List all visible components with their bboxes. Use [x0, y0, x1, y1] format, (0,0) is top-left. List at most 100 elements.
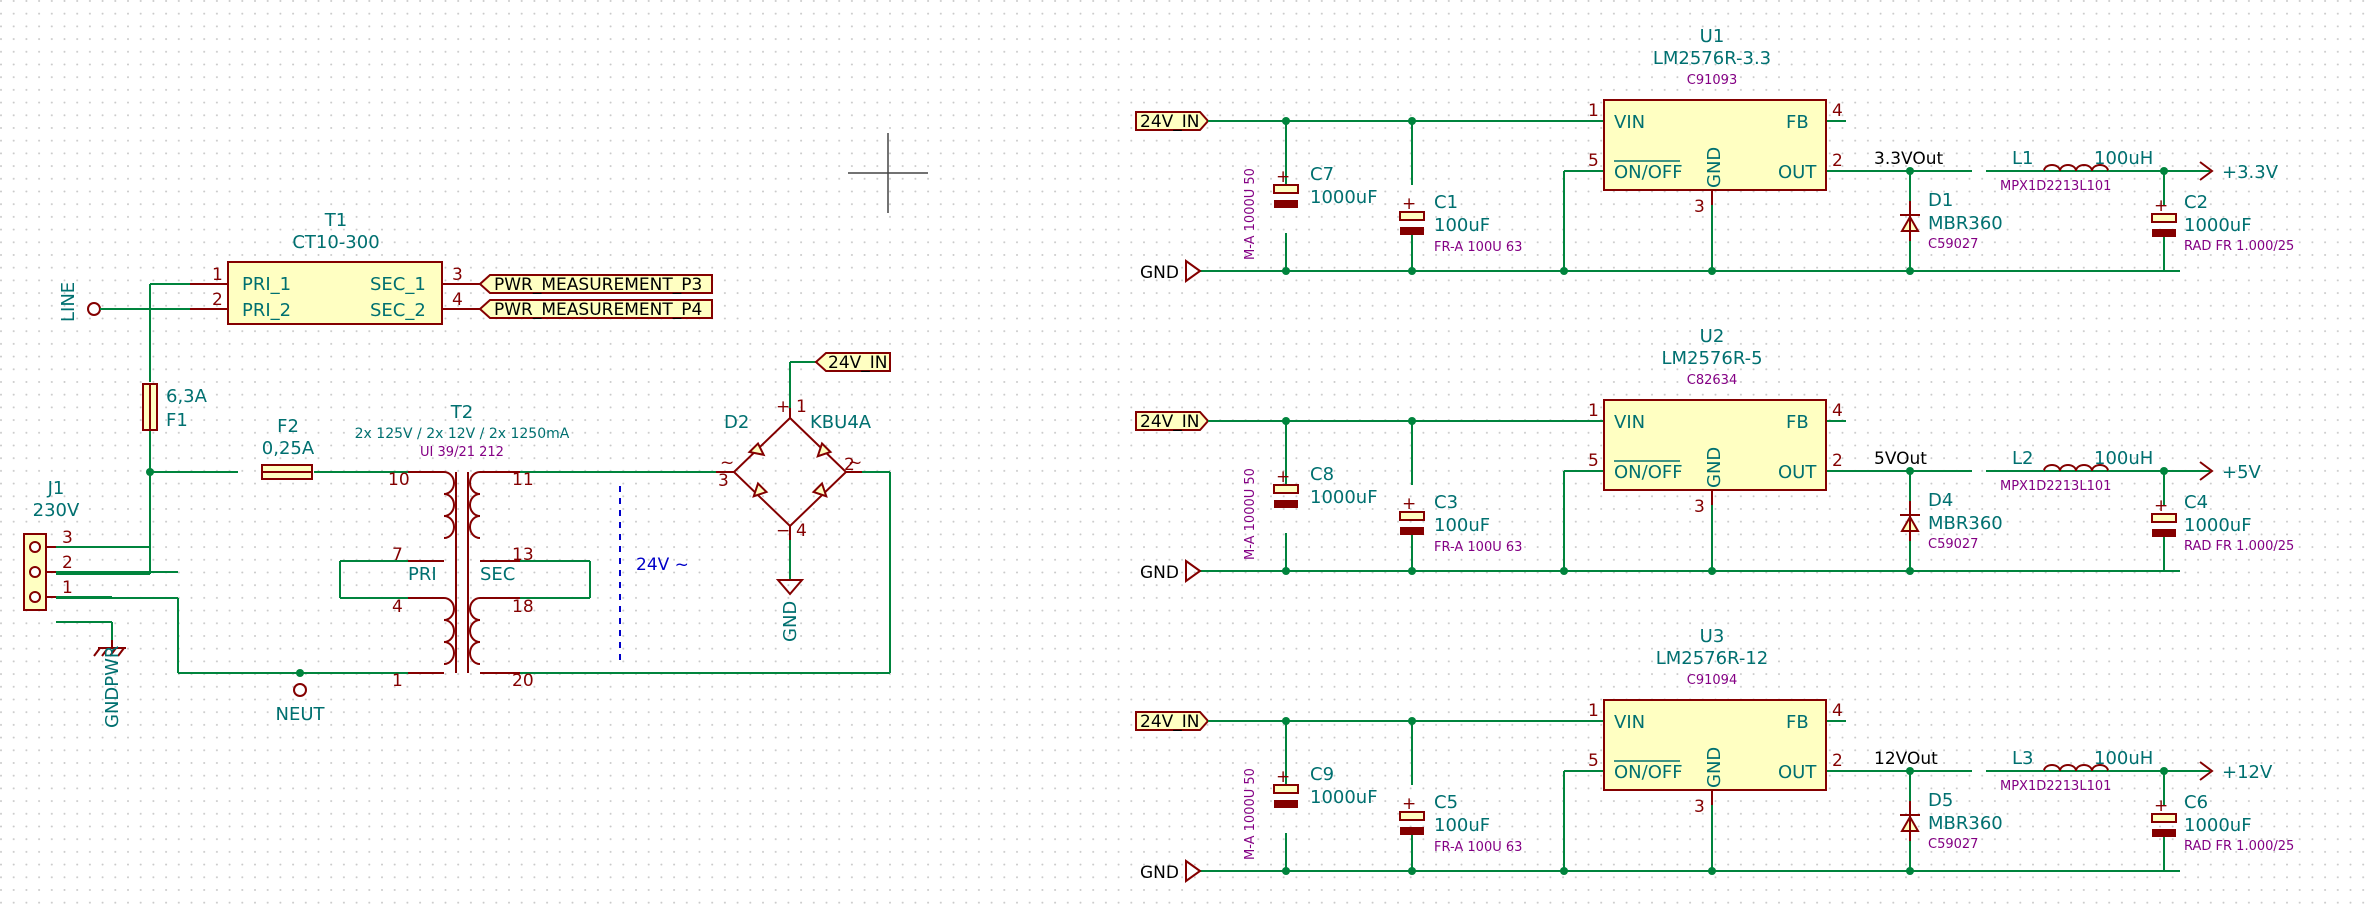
- bridge-rectifier-d2[interactable]: D2 KBU4A + 1 2 3 4 − ~ ~: [716, 397, 872, 541]
- t2-pri-label: PRI: [408, 564, 437, 585]
- d2-pin3: 3: [718, 471, 729, 491]
- cap-note: RAD FR 1.000/25: [2184, 539, 2294, 554]
- inductor-value: 100uH: [2094, 748, 2153, 769]
- gnd-symbol[interactable]: GND: [1140, 559, 1202, 583]
- cap-ref: C8: [1310, 464, 1334, 485]
- gnd-symbol-bridge[interactable]: GND: [775, 579, 805, 642]
- label-24v-in-bridge[interactable]: 24V_IN: [814, 352, 891, 373]
- t2-pin4: 4: [392, 597, 403, 617]
- transformer-t2[interactable]: T2 2x 125V / 2x 12V / 2x 1250mA UI 39/21…: [355, 402, 570, 691]
- transformer-t1[interactable]: T1 CT10-300 PRI_1 PRI_2 SEC_1 SEC_2 1 2 …: [190, 210, 480, 325]
- pin-num-2: 2: [1832, 751, 1843, 771]
- t2-pin7: 7: [392, 545, 403, 565]
- plus-sign: +: [2154, 796, 2168, 816]
- plus-sign: +: [1402, 494, 1416, 514]
- cap-ref: C5: [1434, 792, 1458, 813]
- line-label: LINE: [58, 282, 79, 322]
- fuse-f2[interactable]: F2 0,25A: [261, 416, 315, 480]
- label-24v-in[interactable]: 24V_IN: [1135, 111, 1210, 132]
- ic-lcsc: C82634: [1687, 373, 1737, 388]
- diode-ref: D1: [1928, 190, 1953, 211]
- net-label: 3.3VOut: [1874, 149, 1944, 169]
- cap-ref: C9: [1310, 764, 1334, 785]
- junction-dot: [1906, 567, 1914, 575]
- cap-note: RAD FR 1.000/25: [2184, 239, 2294, 254]
- plus-sign: +: [1276, 467, 1290, 487]
- pin-num-3: 3: [1694, 497, 1705, 517]
- junction-dot: [1408, 867, 1416, 875]
- fuse-f1[interactable]: 6,3A F1: [142, 383, 208, 431]
- junction-dot: [1282, 717, 1290, 725]
- cap-value: 1000uF: [2184, 515, 2252, 536]
- pin-vin: VIN: [1614, 712, 1645, 733]
- junction-dot: [1282, 567, 1290, 575]
- pin-out: OUT: [1778, 762, 1817, 783]
- connector-j1[interactable]: J1 230V 3 2 1: [23, 478, 80, 611]
- svg-text:24V_IN: 24V_IN: [828, 353, 888, 373]
- junction-dot: [1282, 117, 1290, 125]
- power-output[interactable]: +5V: [2199, 461, 2262, 483]
- cap-note: FR-A 100U 63: [1434, 840, 1522, 855]
- junction-dot: [296, 669, 304, 677]
- diode-lcsc: C59027: [1928, 537, 1978, 552]
- cap-ref: C2: [2184, 192, 2208, 213]
- cap-value: 1000uF: [2184, 215, 2252, 236]
- t2-pin11: 11: [512, 470, 534, 490]
- t2-sec-label: SEC: [480, 564, 515, 585]
- junction-dot: [146, 468, 154, 476]
- t1-body: [227, 261, 443, 325]
- pin-num-5: 5: [1588, 751, 1599, 771]
- pin-num-1: 1: [1588, 701, 1599, 721]
- power-output[interactable]: +12V: [2199, 761, 2273, 783]
- ic-ref: U2: [1700, 326, 1725, 347]
- label-24v-in-text: 24V_IN: [1140, 112, 1200, 132]
- inductor-part: MPX1D2213L101: [2000, 479, 2111, 494]
- label-24v-in[interactable]: 24V_IN: [1135, 711, 1210, 732]
- junction-dot: [1282, 867, 1290, 875]
- regulator-u1[interactable]: U1LM2576R-3.3C91093VINON/OFFFBOUTGND1542…: [1588, 26, 1843, 217]
- pin-num-1: 1: [1588, 401, 1599, 421]
- power-output[interactable]: +3.3V: [2199, 161, 2279, 183]
- label-pwr-meas-p4[interactable]: PWR_MEASUREMENT_P4: [478, 299, 713, 320]
- junction-dot: [1560, 567, 1568, 575]
- neut-terminal[interactable]: NEUT: [275, 683, 326, 725]
- label-24v-in[interactable]: 24V_IN: [1135, 411, 1210, 432]
- junction-dot: [1408, 567, 1416, 575]
- cap-value: 1000uF: [1310, 487, 1378, 508]
- inductor-value: 100uH: [2094, 448, 2153, 469]
- d2-value: KBU4A: [810, 412, 872, 433]
- net-label: 12VOut: [1874, 749, 1938, 769]
- t1-pri1: PRI_1: [242, 274, 291, 295]
- line-terminal[interactable]: LINE: [58, 282, 101, 322]
- pin-gnd: GND: [1704, 147, 1725, 188]
- junction-dot: [1282, 417, 1290, 425]
- cap-value: 100uF: [1434, 815, 1490, 836]
- label-pwr-meas-p3[interactable]: PWR_MEASUREMENT_P3: [478, 274, 713, 295]
- cap-ref: C3: [1434, 492, 1458, 513]
- diode-value: MBR360: [1928, 513, 2003, 534]
- t1-sec1: SEC_1: [370, 274, 426, 295]
- cap-ref: C6: [2184, 792, 2208, 813]
- gndpwr-symbol[interactable]: GNDPWR: [93, 640, 126, 728]
- gnd-symbol[interactable]: GND: [1140, 259, 1202, 283]
- gnd-symbol[interactable]: GND: [1140, 859, 1202, 883]
